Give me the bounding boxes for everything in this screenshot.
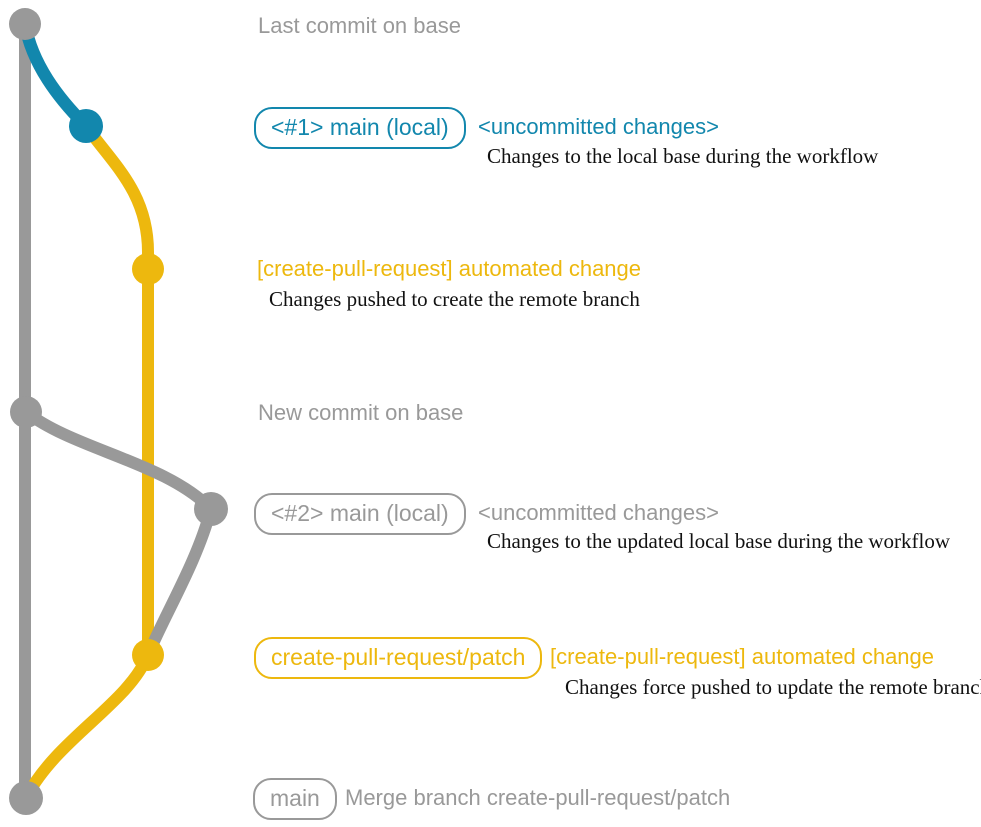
- remote-branch-line-top: [81, 122, 154, 655]
- branch-badge-create-pull-request-patch: create-pull-request/patch: [254, 637, 543, 679]
- updated-base-line-in: [142, 507, 217, 658]
- label-new-commit-on-base: New commit on base: [258, 400, 464, 425]
- commit-dot-new-base: [10, 396, 42, 428]
- updated-base-line-out: [22, 407, 216, 514]
- label-uncommitted-changes-2: <uncommitted changes>: [478, 500, 719, 525]
- note-local-base-changes-1: Changes to the local base during the wor…: [487, 144, 879, 168]
- note-force-pushed-update-remote: Changes force pushed to update the remot…: [565, 675, 981, 699]
- label-last-commit-on-base: Last commit on base: [258, 13, 461, 38]
- commit-dot-merge: [9, 781, 43, 815]
- commit-dot-remote-2: [132, 639, 164, 671]
- branch-badge-main-local-1: <#1> main (local): [254, 107, 466, 149]
- local-change-line: [18, 22, 91, 131]
- label-merge-branch: Merge branch create-pull-request/patch: [345, 785, 731, 810]
- label-automated-change-1: [create-pull-request] automated change: [257, 256, 642, 281]
- note-pushed-create-remote: Changes pushed to create the remote bran…: [269, 287, 640, 311]
- note-local-base-changes-2: Changes to the updated local base during…: [487, 529, 951, 553]
- commit-dot-local-2: [194, 492, 228, 526]
- remote-branch-line-merge: [21, 652, 154, 799]
- branch-badge-main-local-2: <#2> main (local): [254, 493, 466, 535]
- label-uncommitted-changes-1: <uncommitted changes>: [478, 114, 719, 139]
- label-automated-change-2: [create-pull-request] automated change: [550, 644, 935, 669]
- commit-dot-local-1: [69, 109, 103, 143]
- branch-badge-main: main: [253, 778, 337, 820]
- commit-dot-remote-1: [132, 253, 164, 285]
- commit-dot-last-base: [9, 8, 41, 40]
